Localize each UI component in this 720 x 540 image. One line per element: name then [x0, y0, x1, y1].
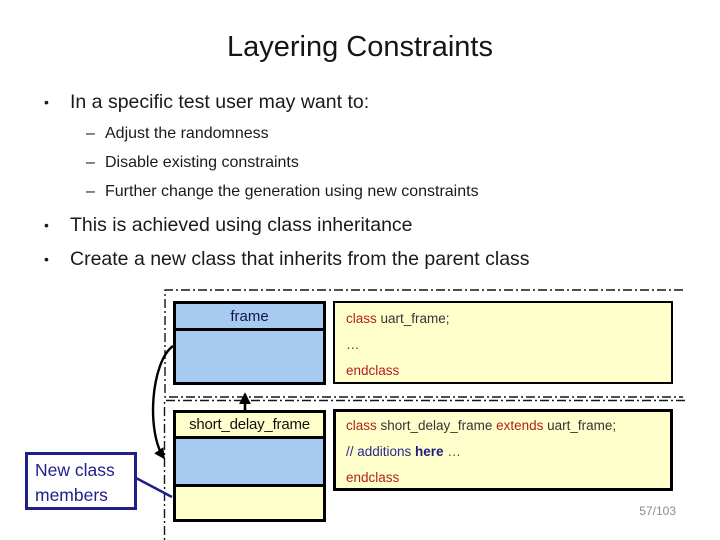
comment-emphasis: here: [415, 444, 444, 459]
callout-line: members: [35, 485, 108, 505]
sub-bullet-item-1: – Adjust the randomness: [86, 125, 269, 143]
parent-code-box: class uart_frame; … endclass: [333, 301, 673, 384]
parent-class-box: frame: [173, 301, 326, 385]
derivation-arc-arrow-icon: [151, 345, 174, 460]
code-line: …: [346, 332, 671, 358]
keyword-class: class: [346, 311, 377, 326]
dash-marker: –: [86, 125, 95, 142]
bullet-marker: •: [44, 217, 49, 233]
parent-class-token: uart_frame;: [543, 418, 617, 433]
child-class-new-members: [176, 487, 323, 519]
child-class-inherited-members: [176, 439, 323, 487]
child-class-name: short_delay_frame: [176, 413, 323, 439]
comment-text: // additions: [346, 444, 416, 459]
bullet-marker: •: [44, 94, 49, 110]
page-number: 57/103: [639, 504, 676, 518]
sub-bullet-item-2: – Disable existing constraints: [86, 154, 299, 172]
bullet-item-1: • In a specific test user may want to:: [44, 91, 369, 114]
child-class-box: short_delay_frame: [173, 410, 326, 522]
bullet-text: This is achieved using class inheritance: [70, 214, 413, 236]
sub-bullet-text: Further change the generation using new …: [105, 183, 479, 200]
keyword-endclass: endclass: [346, 363, 400, 378]
keyword-endclass: endclass: [346, 470, 400, 485]
bullet-text: In a specific test user may want to:: [70, 91, 370, 113]
bullet-item-3: • Create a new class that inherits from …: [44, 248, 530, 271]
callout-connector-line: [135, 476, 173, 499]
code-line: endclass: [346, 358, 671, 384]
new-class-members-callout: New class members: [25, 452, 137, 510]
code-line: // additions here …: [346, 439, 670, 465]
class-declaration: uart_frame;: [376, 311, 450, 326]
keyword-class: class: [346, 418, 377, 433]
bullet-marker: •: [44, 251, 49, 267]
code-ellipsis: …: [443, 444, 461, 459]
child-code-box: class short_delay_frame extends uart_fra…: [333, 409, 673, 491]
slide-title: Layering Constraints: [227, 31, 493, 63]
sub-bullet-text: Adjust the randomness: [105, 125, 269, 142]
bullet-item-2: • This is achieved using class inheritan…: [44, 214, 413, 237]
child-class-token: short_delay_frame: [376, 418, 497, 433]
code-line: class uart_frame;: [346, 306, 671, 332]
keyword-extends: extends: [496, 418, 544, 433]
parent-class-name: frame: [176, 304, 323, 331]
sub-bullet-item-3: – Further change the generation using ne…: [86, 183, 479, 201]
sub-bullet-text: Disable existing constraints: [105, 154, 299, 171]
dash-marker: –: [86, 183, 95, 200]
callout-line: New class: [35, 460, 115, 480]
code-ellipsis: …: [346, 337, 360, 352]
dash-marker: –: [86, 154, 95, 171]
code-line: endclass: [346, 465, 670, 491]
code-line: class short_delay_frame extends uart_fra…: [346, 413, 670, 439]
bullet-text: Create a new class that inherits from th…: [70, 248, 530, 270]
